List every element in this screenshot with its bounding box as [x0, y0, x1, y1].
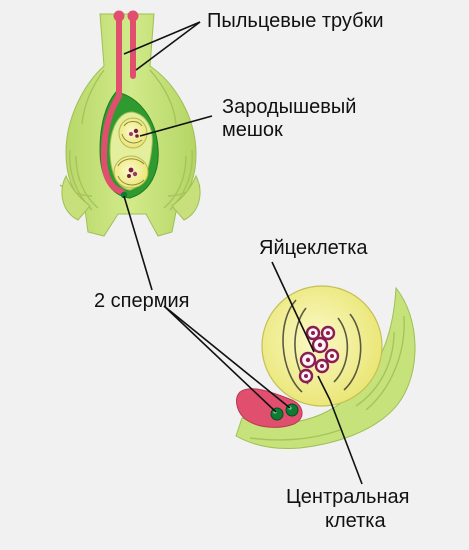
leader-sperm-2 — [163, 305, 291, 409]
leader-sperm-top — [123, 195, 153, 291]
pollen-tube-left — [100, 15, 125, 195]
leader-central-cell — [329, 399, 363, 485]
leader-lines — [123, 21, 363, 485]
enlarged-cell-contours — [282, 299, 362, 393]
label-embryo-sac-line2: мешок — [222, 119, 283, 141]
enlarged-texture — [249, 315, 405, 441]
pollen-tube-right-tip — [127, 10, 139, 22]
pollen-tube-left-tip — [113, 10, 125, 22]
label-central-cell-line1: Центральная — [286, 486, 410, 508]
ovule-right-flap — [171, 174, 201, 221]
leader-pollen-tubes-1 — [123, 21, 201, 55]
leader-embryo-sac — [139, 115, 213, 137]
upper-sac-cell — [118, 117, 148, 149]
sperm-dot-top — [120, 191, 128, 199]
enlarged-pollen-tube-tip — [236, 388, 303, 428]
label-two-sperms: 2 спермия — [94, 290, 190, 312]
lower-sac-cell — [113, 155, 149, 189]
label-central-cell-line2: клетка — [325, 510, 386, 532]
egg-cell-nuclei-cores — [304, 331, 334, 378]
leader-egg-cell — [271, 261, 315, 353]
leader-sperm-1 — [163, 305, 277, 413]
label-embryo-sac-line1: Зародышевый — [222, 96, 357, 118]
ovule-texture — [59, 69, 201, 211]
ovule-left-flap — [61, 174, 91, 221]
pistil-ovule — [59, 10, 201, 237]
enlarged-embryo-sac — [235, 285, 416, 449]
label-egg-cell: Яйцеклетка — [259, 237, 368, 259]
label-pollen-tubes: Пыльцевые трубки — [207, 10, 384, 32]
leader-pollen-tubes-2 — [135, 21, 201, 71]
